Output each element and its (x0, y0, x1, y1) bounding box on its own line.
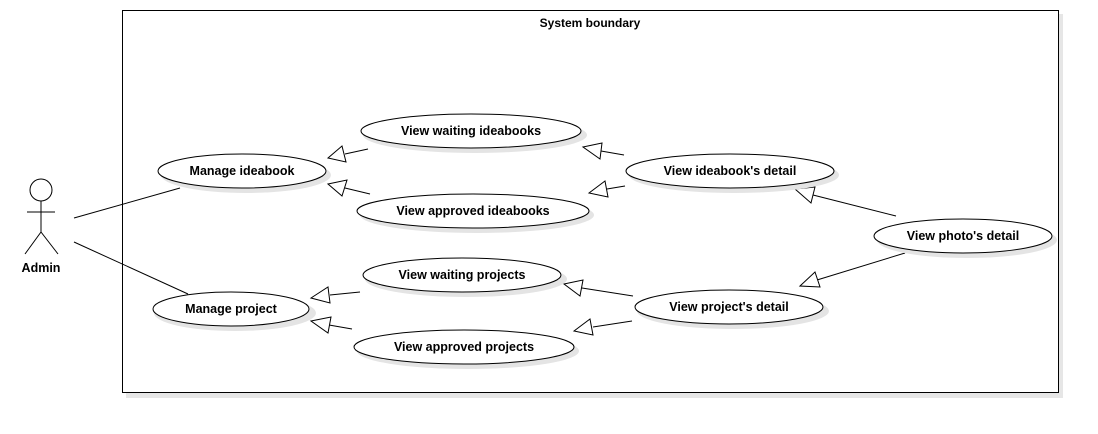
generalization-ideabook-detail-to-approved-ideabooks (587, 180, 626, 198)
use-case-manage-project: Manage project (152, 291, 316, 331)
use-case-view-photo-detail-label: View photo's detail (907, 229, 1019, 243)
use-case-view-waiting-projects-label: View waiting projects (399, 268, 526, 282)
use-case-manage-ideabook: Manage ideabook (157, 153, 331, 193)
use-case-view-waiting-ideabooks: View waiting ideabooks (360, 113, 587, 153)
use-case-view-ideabook-detail: View ideabook's detail (625, 153, 839, 193)
generalization-photo-detail-to-ideabook-detail (793, 186, 897, 217)
generalization-project-detail-to-approved-projects (572, 318, 633, 336)
generalization-photo-detail-to-project-detail (798, 252, 906, 288)
use-case-manage-ideabook-label: Manage ideabook (190, 164, 295, 178)
use-case-manage-project-label: Manage project (185, 302, 278, 316)
use-case-view-approved-projects-label: View approved projects (394, 340, 534, 354)
generalization-waiting-ideabooks-to-manage-ideabook (326, 145, 369, 163)
use-case-view-project-detail-label: View project's detail (669, 300, 788, 314)
use-case-view-approved-ideabooks-label: View approved ideabooks (396, 204, 549, 218)
association-admin-manage-project (73, 241, 189, 295)
actor-admin-label: Admin (22, 261, 61, 275)
generalization-waiting-projects-to-manage-project (309, 286, 361, 304)
use-case-view-project-detail: View project's detail (634, 289, 829, 329)
use-case-view-approved-ideabooks: View approved ideabooks (356, 193, 594, 233)
actor-admin: Admin (22, 178, 61, 275)
use-case-view-photo-detail: View photo's detail (873, 218, 1057, 258)
system-boundary-title: System boundary (540, 16, 641, 30)
use-case-view-waiting-ideabooks-label: View waiting ideabooks (401, 124, 541, 138)
use-case-view-waiting-projects: View waiting projects (362, 257, 567, 297)
generalization-ideabook-detail-to-waiting-ideabooks (581, 142, 625, 160)
generalization-approved-ideabooks-to-manage-ideabook (326, 179, 371, 197)
use-case-view-ideabook-detail-label: View ideabook's detail (664, 164, 797, 178)
generalization-project-detail-to-waiting-projects (562, 279, 634, 297)
system-boundary: System boundary (122, 10, 1063, 398)
generalization-approved-projects-to-manage-project (309, 316, 353, 334)
association-admin-manage-ideabook (73, 187, 181, 219)
stick-figure-icon (24, 178, 59, 255)
use-case-view-approved-projects: View approved projects (353, 329, 579, 369)
